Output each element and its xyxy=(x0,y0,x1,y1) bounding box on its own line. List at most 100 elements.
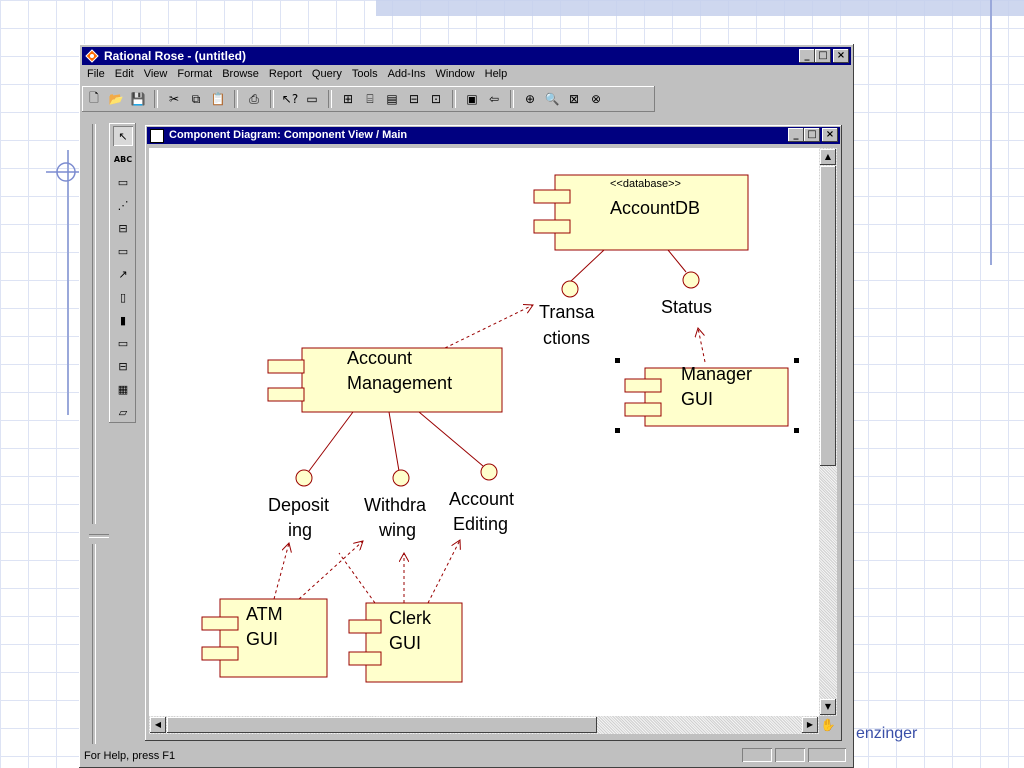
subprogram-spec-tool-icon[interactable]: ▯ xyxy=(119,290,127,304)
selection-handle[interactable] xyxy=(615,428,620,433)
transactions-label-line1: Transa xyxy=(539,302,595,322)
menu-tools[interactable]: Tools xyxy=(351,68,378,80)
vertical-scrollbar[interactable]: ▲ ▼ xyxy=(819,148,837,716)
status-pane xyxy=(742,748,772,762)
browse-interaction-diagram-icon[interactable]: ⌸ xyxy=(366,91,374,106)
title-bar[interactable]: Rational Rose - (untitled) _ □ × xyxy=(82,47,851,65)
minimize-button[interactable]: _ xyxy=(799,49,815,63)
task-spec-tool-icon[interactable]: ▱ xyxy=(118,405,128,419)
atm-gui-label-line2: GUI xyxy=(246,629,278,649)
back-arrow-icon[interactable]: ⇦ xyxy=(488,92,500,106)
fit-in-window-icon[interactable]: ⊠ xyxy=(568,92,580,106)
vertical-scroll-thumb[interactable] xyxy=(820,166,836,466)
menu-browse[interactable]: Browse xyxy=(222,68,259,80)
browse-parent-icon[interactable]: ⊡ xyxy=(430,92,442,106)
view-documentation-icon[interactable]: ▭ xyxy=(306,92,318,106)
status-bar: For Help, press F1 xyxy=(82,747,851,765)
doc-maximize-button[interactable]: □ xyxy=(804,128,820,142)
depositing-label-line1: Deposit xyxy=(268,495,329,515)
diagram-canvas[interactable]: <<database>> AccountDB Transa ctions Sta… xyxy=(149,148,819,716)
component-account-management[interactable]: Account Management xyxy=(267,347,503,413)
selection-handle[interactable] xyxy=(615,358,620,363)
print-icon[interactable]: ⎙ xyxy=(249,91,259,106)
toolbar-separator xyxy=(234,90,238,108)
interface-withdrawing[interactable]: Withdra wing xyxy=(364,469,427,540)
toolbar-separator xyxy=(154,90,158,108)
rational-rose-window: Rational Rose - (untitled) _ □ × File Ed… xyxy=(79,44,854,768)
interface-depositing[interactable]: Deposit ing xyxy=(268,469,329,540)
accountdb-label: AccountDB xyxy=(610,198,700,218)
menu-help[interactable]: Help xyxy=(484,68,508,80)
doc-close-button[interactable]: × xyxy=(822,128,838,142)
cut-icon[interactable]: ✂ xyxy=(168,92,180,106)
interface-status[interactable]: Status xyxy=(661,271,712,317)
slide-header-band xyxy=(376,0,1024,16)
maximize-button[interactable]: □ xyxy=(815,49,831,63)
open-icon[interactable]: 📂 xyxy=(108,92,124,106)
paste-icon[interactable]: 📋 xyxy=(210,92,226,106)
component-atm-gui[interactable]: ATM GUI xyxy=(201,598,328,678)
browse-deployment-diagram-icon[interactable]: ⊟ xyxy=(408,92,420,106)
clerk-gui-label-line1: Clerk xyxy=(389,608,432,628)
menu-window[interactable]: Window xyxy=(435,68,475,80)
browse-component-diagram-icon[interactable]: ▤ xyxy=(386,92,398,106)
toolbar-separator xyxy=(510,90,514,108)
document-window-controls: _ □ × xyxy=(788,128,838,142)
new-icon[interactable]: 🗋 xyxy=(89,90,99,105)
note-tool-icon[interactable]: ▭ xyxy=(117,175,129,189)
doc-minimize-button[interactable]: _ xyxy=(788,128,804,142)
context-help-icon[interactable]: ↖? xyxy=(281,92,299,106)
zoom-out-icon[interactable]: 🔍 xyxy=(544,92,560,106)
undo-fit-in-window-icon[interactable]: ⊗ xyxy=(590,92,602,106)
component-clerk-gui[interactable]: Clerk GUI xyxy=(348,602,463,683)
browse-class-diagram-icon[interactable]: ⊞ xyxy=(342,92,354,106)
menu-query[interactable]: Query xyxy=(311,68,342,80)
scroll-up-button[interactable]: ▲ xyxy=(820,149,836,165)
dependency-line xyxy=(338,552,376,604)
dependency-arrow xyxy=(444,305,533,349)
package-spec-tool-icon[interactable]: ⊟ xyxy=(118,359,128,373)
zoom-to-selection-icon[interactable]: ⊕ xyxy=(524,92,536,106)
diagram-doc-icon xyxy=(150,129,164,143)
package-body-tool-icon[interactable]: ▦ xyxy=(117,382,129,396)
menu-file[interactable]: File xyxy=(87,68,105,80)
selection-tool-icon[interactable]: ↖ xyxy=(113,126,133,146)
text-tool-icon[interactable]: ABC xyxy=(113,154,133,164)
menu-format[interactable]: Format xyxy=(177,68,213,80)
close-button[interactable]: × xyxy=(833,49,849,63)
selection-handle[interactable] xyxy=(794,428,799,433)
scroll-right-button[interactable]: ▶ xyxy=(802,717,818,733)
component-accountdb[interactable]: <<database>> AccountDB xyxy=(533,174,749,251)
menu-edit[interactable]: Edit xyxy=(114,68,134,80)
toolbar-separator xyxy=(328,90,332,108)
document-title-bar[interactable]: Component Diagram: Component View / Main… xyxy=(147,127,840,144)
dependency-arrow xyxy=(298,541,363,600)
diagram-toolbox: ↖ ABC ▭ ⋰ ⊟ ▭ ↗ ▯ ▮ ▭ ⊟ ▦ ▱ xyxy=(109,123,136,423)
horizontal-scroll-thumb[interactable] xyxy=(167,717,597,733)
component-manager-gui[interactable]: Manager GUI xyxy=(615,358,799,433)
menu-add-ins[interactable]: Add-Ins xyxy=(387,68,426,80)
account-management-label-line2: Management xyxy=(347,373,452,393)
selection-handle[interactable] xyxy=(794,358,799,363)
slide-vertical-rule xyxy=(990,0,992,265)
scroll-left-button[interactable]: ◀ xyxy=(150,717,166,733)
account-editing-label-line2: Editing xyxy=(453,514,508,534)
save-icon[interactable]: 💾 xyxy=(130,92,146,106)
copy-icon[interactable]: ⧉ xyxy=(191,91,201,106)
toolbar-separator xyxy=(452,90,456,108)
hand-pan-icon[interactable]: ✋ xyxy=(819,716,837,734)
menu-report[interactable]: Report xyxy=(268,68,302,80)
dependency-tool-icon[interactable]: ↗ xyxy=(118,267,128,281)
realization-link xyxy=(418,411,484,467)
horizontal-scrollbar[interactable]: ◀ ▶ xyxy=(149,716,819,734)
browse-previous-diagram-icon[interactable]: ▣ xyxy=(466,92,478,106)
anchor-note-tool-icon[interactable]: ⋰ xyxy=(117,198,129,212)
interface-transactions[interactable]: Transa ctions xyxy=(539,280,595,348)
scroll-down-button[interactable]: ▼ xyxy=(820,699,836,715)
menu-view[interactable]: View xyxy=(143,68,168,80)
interface-account-editing[interactable]: Account Editing xyxy=(449,463,514,534)
main-program-tool-icon[interactable]: ▭ xyxy=(117,336,129,350)
package-tool-icon[interactable]: ▭ xyxy=(117,244,129,258)
component-tool-icon[interactable]: ⊟ xyxy=(118,221,128,235)
subprogram-body-tool-icon[interactable]: ▮ xyxy=(119,313,127,327)
